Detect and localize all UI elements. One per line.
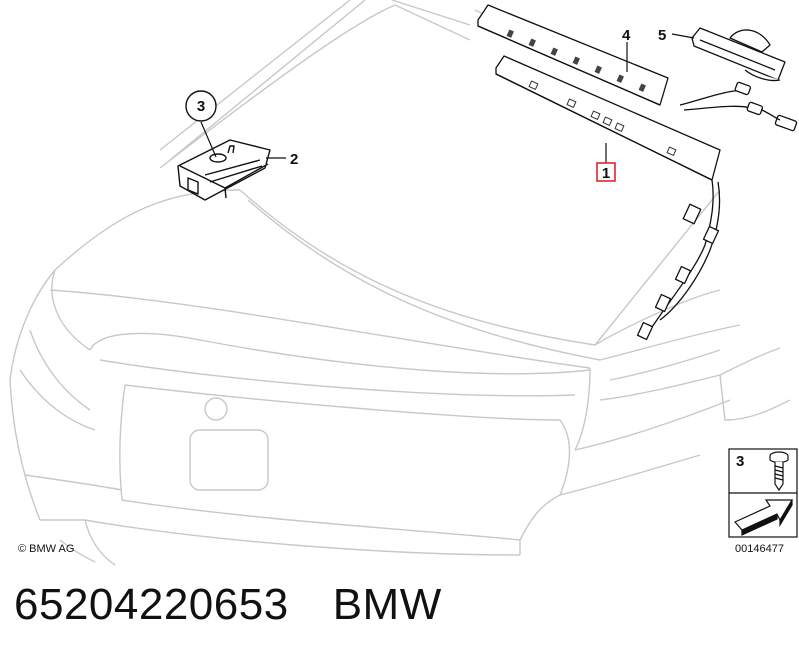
callout-3: 3	[197, 98, 205, 115]
callout-5: 5	[658, 27, 666, 44]
part-5-light-unit	[679, 27, 798, 132]
callout-1-highlight-box	[596, 162, 616, 182]
legend-box: 3	[728, 448, 798, 538]
legend-part-number: 3	[736, 453, 744, 470]
part-3-leader	[185, 90, 217, 158]
callout-4: 4	[622, 27, 631, 44]
part-5-leader	[671, 33, 695, 39]
part-4-light-strip	[477, 4, 669, 106]
copyright-text: © BMW AG	[18, 543, 74, 555]
callout-1: 1	[602, 165, 610, 182]
part-2-control-module	[177, 139, 271, 201]
part-1-third-brake-light	[495, 55, 721, 341]
part-info-footer: 65204220653 BMW	[14, 580, 442, 630]
screw-icon	[769, 451, 789, 492]
part-number: 65204220653	[14, 580, 289, 629]
parts-diagram: 3 2 4 5 1 3 00146477 © BMW AG	[9, 0, 798, 566]
arrow-icon	[734, 499, 794, 536]
callout-2: 2	[290, 151, 298, 168]
car-body-outline	[9, 0, 791, 566]
brand-name: BMW	[332, 580, 442, 629]
reference-code: 00146477	[735, 543, 784, 555]
